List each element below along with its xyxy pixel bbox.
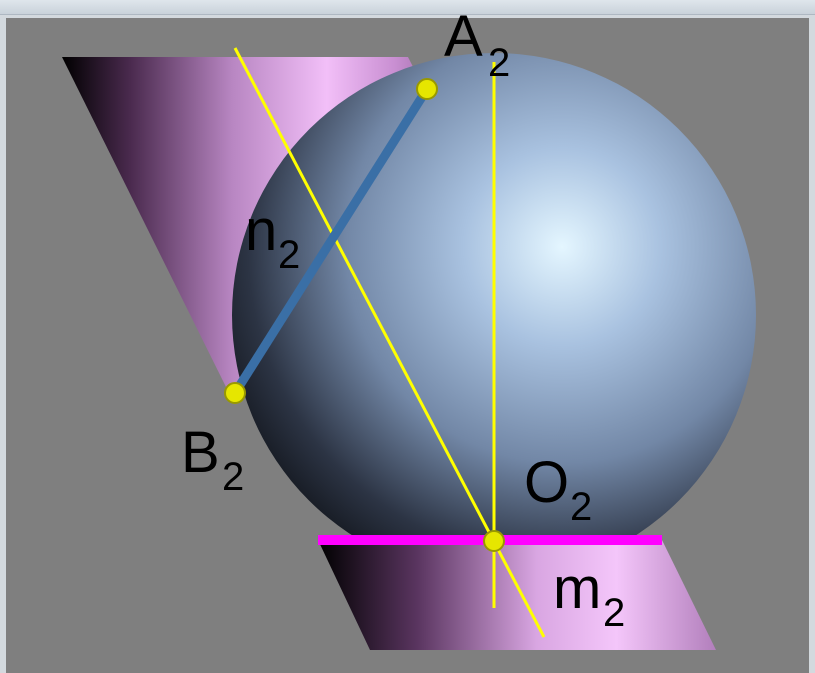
label-n-subscript: 2 xyxy=(278,233,300,277)
label-o: O xyxy=(524,450,569,515)
label-m: m xyxy=(553,556,601,621)
point-a xyxy=(416,78,438,100)
label-o-subscript: 2 xyxy=(570,485,592,529)
label-a-subscript: 2 xyxy=(488,41,510,85)
label-n: n xyxy=(245,198,277,263)
point-b xyxy=(224,382,246,404)
label-m-subscript: 2 xyxy=(603,591,625,635)
label-b-subscript: 2 xyxy=(222,455,244,499)
window-top-bar xyxy=(0,0,815,15)
point-o xyxy=(483,530,505,552)
segment-n xyxy=(231,86,431,396)
label-b: B xyxy=(181,420,220,485)
lower-cylinder xyxy=(318,540,716,650)
label-a: A xyxy=(444,4,483,69)
